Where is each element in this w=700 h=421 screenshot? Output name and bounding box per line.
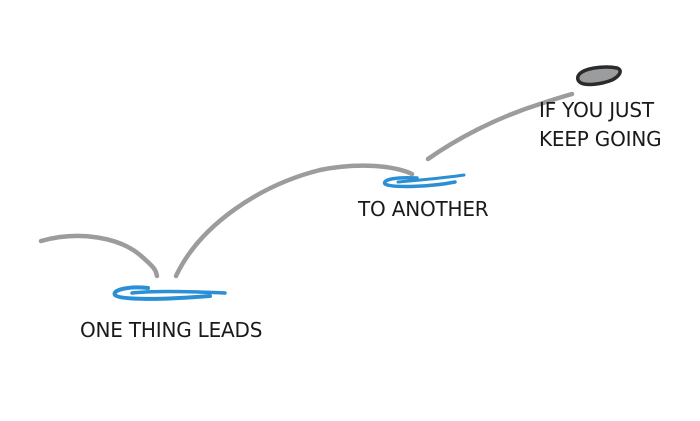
stone-icon — [576, 65, 622, 87]
trajectory-arc-first-bounce — [173, 163, 415, 279]
label-keep-going: KEEP GOING — [539, 127, 662, 151]
label-to-another: TO ANOTHER — [358, 197, 489, 221]
trajectory-arc-incoming — [38, 233, 160, 279]
splash-first — [112, 285, 227, 301]
label-one-thing-leads: ONE THING LEADS — [80, 318, 263, 342]
splash-second — [382, 173, 466, 189]
label-if-you-just: IF YOU JUST — [539, 98, 654, 122]
trajectory-arc-second-bounce — [425, 91, 575, 162]
